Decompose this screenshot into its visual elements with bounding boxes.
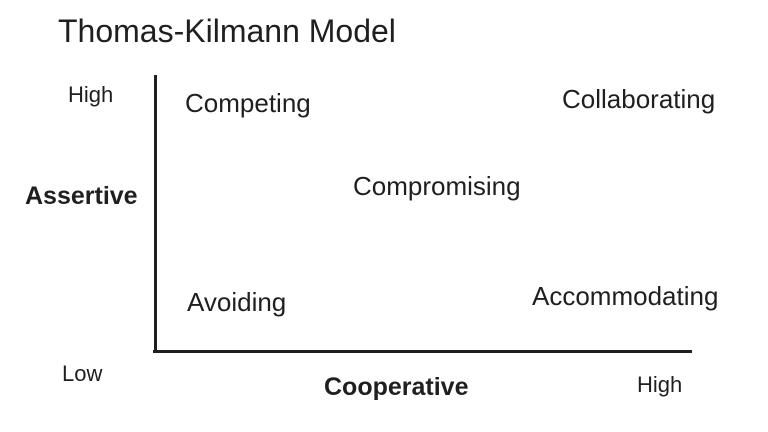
mode-label-compromising: Compromising [353,171,521,201]
mode-label-avoiding: Avoiding [187,287,287,317]
y-axis-line [154,75,157,353]
page-title: Thomas-Kilmann Model [58,13,396,49]
x-axis-tick-high: High [637,372,683,397]
y-axis-label: Assertive [25,182,138,210]
mode-label-collaborating: Collaborating [562,84,716,114]
y-axis-tick-low: Low [62,361,103,386]
x-axis-label: Cooperative [324,373,469,401]
mode-label-competing: Competing [185,88,311,118]
mode-label-accommodating: Accommodating [532,281,719,311]
y-axis-tick-high: High [68,82,114,107]
x-axis-line [153,350,692,353]
